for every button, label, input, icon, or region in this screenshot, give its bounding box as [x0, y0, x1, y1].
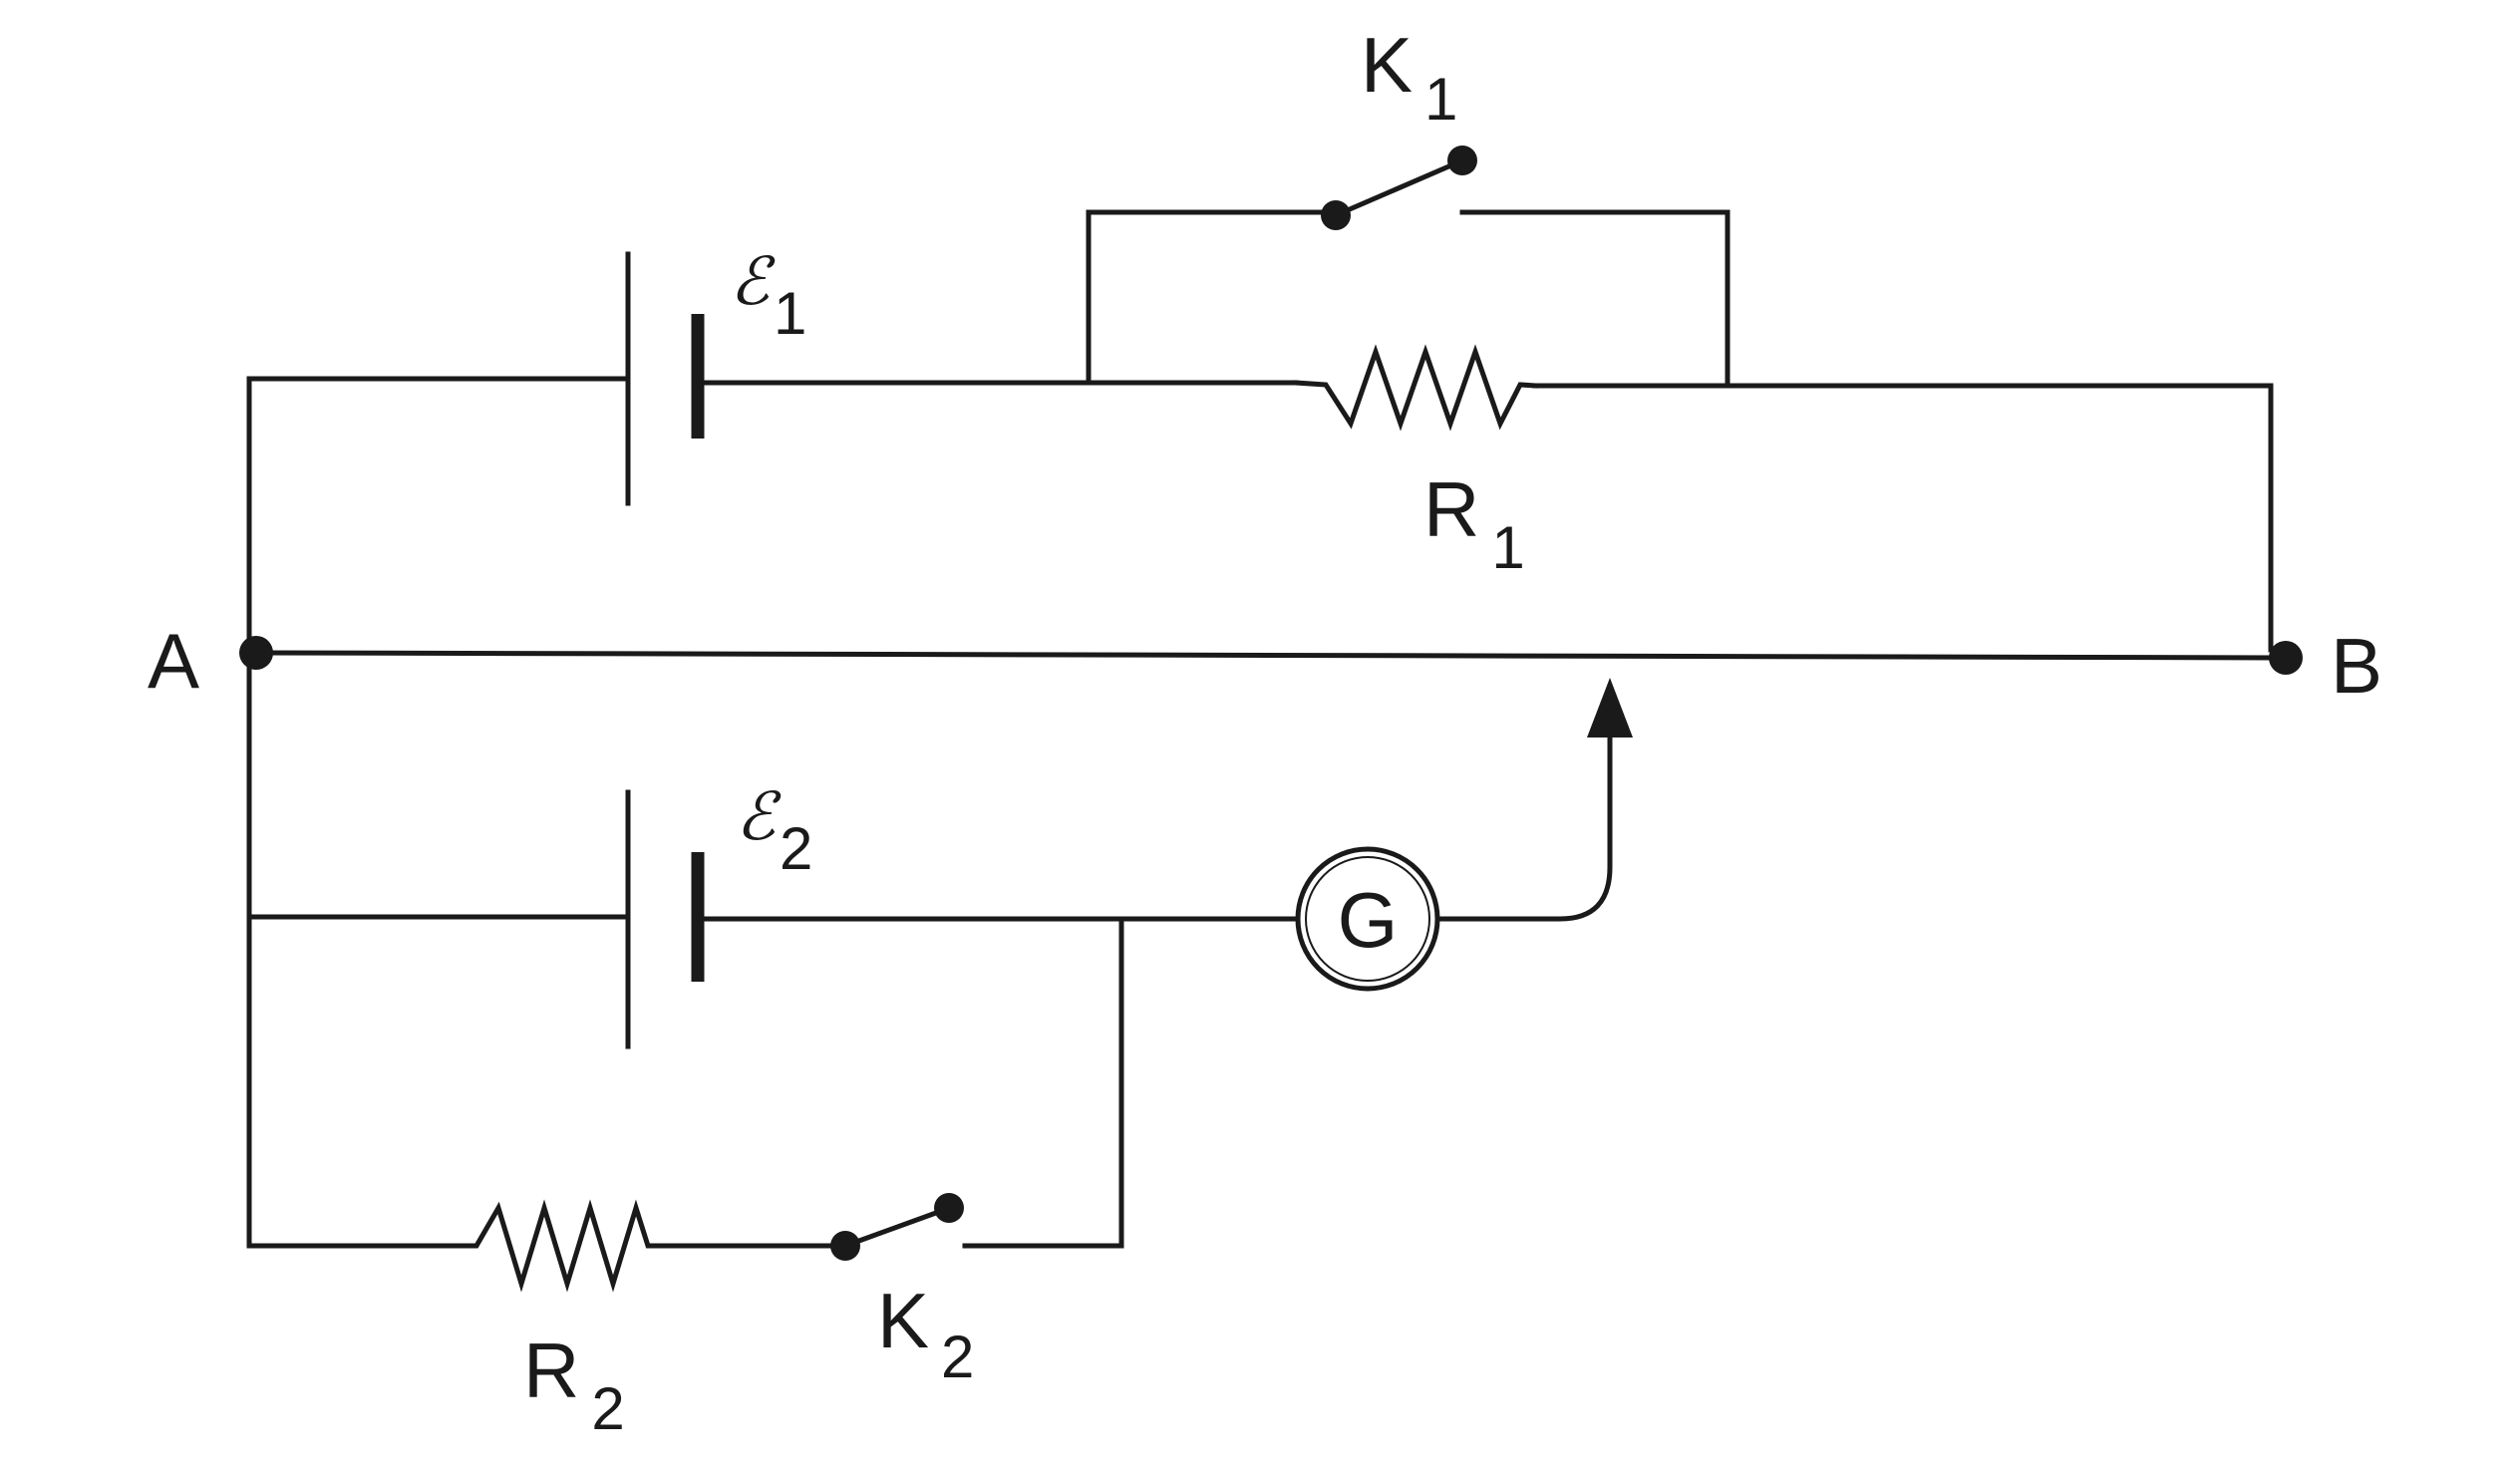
wire-k2-right	[962, 916, 1124, 1249]
wire-left-upper	[246, 376, 631, 656]
resistor-r1	[1293, 344, 1538, 432]
label-k2-subscript: 2	[941, 1324, 974, 1390]
label-k1-subscript: 1	[1424, 66, 1457, 133]
wire-g-to-jockey	[1434, 720, 1613, 922]
label-node-a: A	[148, 617, 199, 705]
label-k2-symbol: K	[877, 1277, 929, 1364]
resistor-r2	[461, 1199, 661, 1293]
wire-k1-loop-left	[1086, 209, 1334, 386]
switch-k2-contact	[934, 1193, 964, 1223]
switch-k2	[830, 1193, 964, 1261]
cell-e2	[625, 789, 705, 1049]
label-emf1: ℰ1	[730, 243, 806, 347]
label-r1-subscript: 1	[1491, 514, 1524, 581]
label-emf1-subscript: 1	[774, 280, 806, 347]
label-emf2-symbol: ℰ	[736, 778, 782, 855]
switch-k1	[1321, 146, 1477, 230]
label-r2-subscript: 2	[591, 1375, 624, 1442]
middle-branch: G	[246, 650, 1633, 1249]
potentiometer-wire	[239, 636, 2303, 675]
galvanometer-inner-ring	[1305, 856, 1430, 982]
wire-r1-to-right	[1532, 383, 2274, 653]
jockey-arrow-head	[1587, 678, 1633, 738]
label-r2-symbol: R	[523, 1327, 579, 1414]
cell-e1	[625, 251, 705, 506]
node-b	[2269, 641, 2303, 675]
switch-k1-contact	[1447, 146, 1477, 175]
wire-ab	[253, 650, 2286, 661]
switch-k1-blade	[1332, 157, 1464, 219]
label-emf1-symbol: ℰ	[730, 243, 776, 320]
galvanometer-label: G	[1338, 876, 1399, 964]
node-a	[239, 636, 273, 670]
bottom-branch	[246, 916, 1124, 1293]
galvanometer: G	[1295, 846, 1440, 992]
label-emf2-subscript: 2	[780, 815, 812, 882]
label-r1-symbol: R	[1423, 465, 1479, 553]
label-k1-symbol: K	[1361, 21, 1413, 109]
label-node-b: B	[2331, 622, 2382, 710]
label-emf2: ℰ2	[736, 778, 812, 882]
top-branch	[246, 146, 2274, 656]
wire-k1-loop-right	[1459, 209, 1731, 389]
switch-k2-blade	[841, 1205, 951, 1250]
